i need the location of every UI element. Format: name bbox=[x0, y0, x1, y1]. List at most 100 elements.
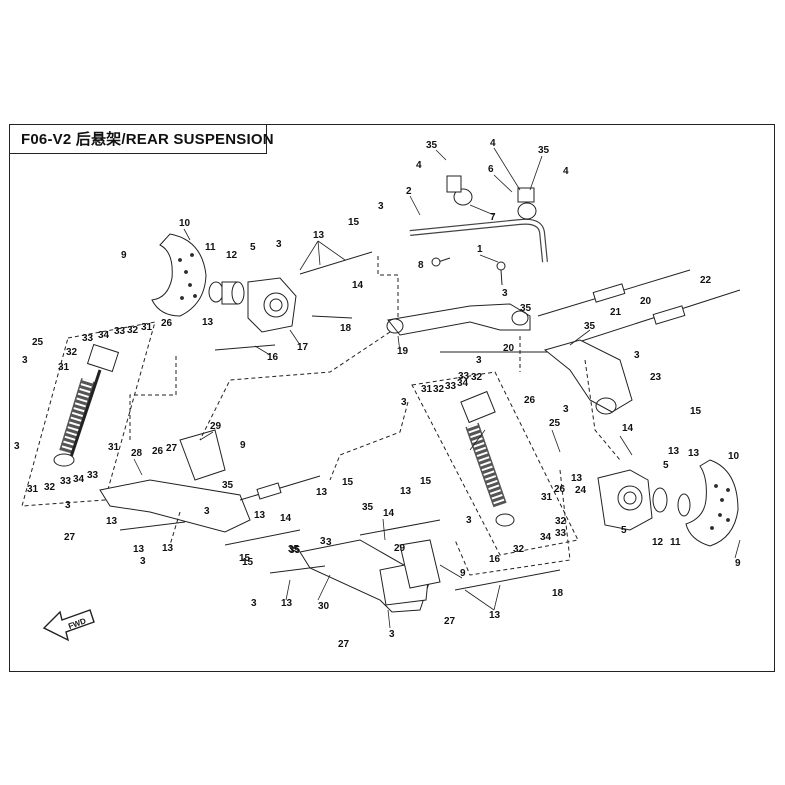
callout-label: 26 bbox=[152, 446, 164, 457]
callout-label: 23 bbox=[650, 372, 662, 383]
left-lower-a-arm bbox=[99, 429, 321, 546]
callout-label: 35 bbox=[289, 545, 301, 556]
callout-label: 20 bbox=[503, 343, 515, 354]
callout-label: 5 bbox=[621, 525, 627, 536]
callout-label: 12 bbox=[652, 537, 664, 548]
callout-label: 25 bbox=[32, 337, 44, 348]
callout-label: 4 bbox=[563, 166, 569, 177]
callout-label: 3 bbox=[251, 598, 257, 609]
callout-label: 3 bbox=[22, 355, 28, 366]
callout-label: 3 bbox=[389, 629, 395, 640]
left-knuckle bbox=[247, 277, 297, 333]
callout-label: 13 bbox=[162, 543, 174, 554]
callout-label: 31 bbox=[108, 442, 120, 453]
callout-label: 32 bbox=[555, 516, 567, 527]
callout-label: 11 bbox=[670, 537, 681, 548]
callout-label: 13 bbox=[316, 487, 328, 498]
callout-label: 13 bbox=[571, 473, 583, 484]
callout-label: 4 bbox=[490, 138, 496, 149]
callout-label: 35 bbox=[222, 480, 234, 491]
callout-label: 32 bbox=[127, 325, 139, 336]
callout-label: 2 bbox=[406, 186, 412, 197]
fwd-arrow-icon bbox=[42, 609, 95, 642]
callout-label: 34 bbox=[457, 378, 469, 389]
callout-label: 15 bbox=[242, 557, 254, 568]
diagram-frame bbox=[9, 124, 775, 672]
callout-label: 12 bbox=[226, 250, 238, 261]
callout-label: 22 bbox=[700, 275, 712, 286]
callout-label: 9 bbox=[121, 250, 127, 261]
callout-label: 3 bbox=[401, 397, 407, 408]
callout-label: 3 bbox=[320, 536, 326, 547]
callout-label: 34 bbox=[540, 532, 552, 543]
diagram-title: F06-V2 后悬架/REAR SUSPENSION bbox=[21, 131, 274, 148]
callout-label: 31 bbox=[27, 484, 39, 495]
callout-label: 26 bbox=[161, 318, 173, 329]
callout-label: 28 bbox=[131, 448, 143, 459]
callout-label: 32 bbox=[471, 372, 483, 383]
callout-label: 8 bbox=[418, 260, 424, 271]
callout-label: 33 bbox=[458, 371, 470, 382]
callout-label: 33 bbox=[82, 333, 94, 344]
leader-lines bbox=[133, 147, 741, 629]
callout-label: 7 bbox=[490, 212, 496, 223]
callout-label: 13 bbox=[202, 317, 214, 328]
right-shock-absorber bbox=[411, 371, 579, 556]
callout-label: 32 bbox=[66, 347, 78, 358]
callout-label: 31 bbox=[58, 362, 70, 373]
callout-label: 20 bbox=[640, 296, 652, 307]
right-bearing bbox=[652, 487, 691, 517]
callout-label: 32 bbox=[433, 384, 445, 395]
callout-label: 21 bbox=[610, 307, 622, 318]
callout-label: 3 bbox=[204, 506, 210, 517]
left-bearing bbox=[208, 281, 245, 305]
callout-label: 5 bbox=[663, 460, 669, 471]
stabilizer-bar bbox=[409, 175, 548, 263]
callout-label: 35 bbox=[520, 303, 532, 314]
callout-label: 19 bbox=[397, 346, 409, 357]
right-knuckle bbox=[597, 469, 653, 531]
right-brake-disc bbox=[685, 459, 739, 547]
callout-label: 30 bbox=[318, 601, 330, 612]
callout-label: 29 bbox=[394, 543, 406, 554]
callout-label: 14 bbox=[383, 508, 395, 519]
callout-label: 9 bbox=[735, 558, 741, 569]
callout-label: 27 bbox=[338, 639, 350, 650]
callout-label: 6 bbox=[488, 164, 494, 175]
callout-label: 13 bbox=[688, 448, 700, 459]
callout-label: 35 bbox=[362, 502, 374, 513]
callout-label: 3 bbox=[466, 515, 472, 526]
callout-label: 34 bbox=[73, 474, 85, 485]
callout-label: 13 bbox=[106, 516, 118, 527]
callout-label: 32 bbox=[44, 482, 56, 493]
callout-label: 13 bbox=[281, 598, 293, 609]
callout-label: 29 bbox=[210, 421, 222, 432]
callout-label: 15 bbox=[348, 217, 360, 228]
callout-label: 3 bbox=[65, 500, 71, 511]
callout-label: 15 bbox=[342, 477, 354, 488]
callout-label: 27 bbox=[166, 443, 178, 454]
callout-label: 13 bbox=[133, 544, 145, 555]
callout-label: 10 bbox=[728, 451, 740, 462]
callout-label: 3 bbox=[276, 239, 282, 250]
callout-label: 4 bbox=[416, 160, 422, 171]
callout-label: 3 bbox=[140, 556, 146, 567]
callout-label: 13 bbox=[254, 510, 266, 521]
callout-label: 15 bbox=[690, 406, 702, 417]
callout-label: 31 bbox=[141, 322, 153, 333]
callout-label: 13 bbox=[313, 230, 325, 241]
callout-label: 31 bbox=[421, 384, 433, 395]
callout-label: 3 bbox=[476, 355, 482, 366]
left-shock-absorber bbox=[21, 321, 156, 507]
callout-label: 24 bbox=[575, 485, 587, 496]
callout-label: 9 bbox=[240, 440, 246, 451]
upper-a-arm bbox=[386, 303, 531, 336]
callout-label: 33 bbox=[60, 476, 72, 487]
callout-label: 14 bbox=[352, 280, 364, 291]
callout-label: 1 bbox=[477, 244, 483, 255]
callout-label: 25 bbox=[549, 418, 561, 429]
callout-label: 5 bbox=[250, 242, 256, 253]
callout-label: 11 bbox=[205, 242, 216, 253]
callout-label: 18 bbox=[340, 323, 352, 334]
